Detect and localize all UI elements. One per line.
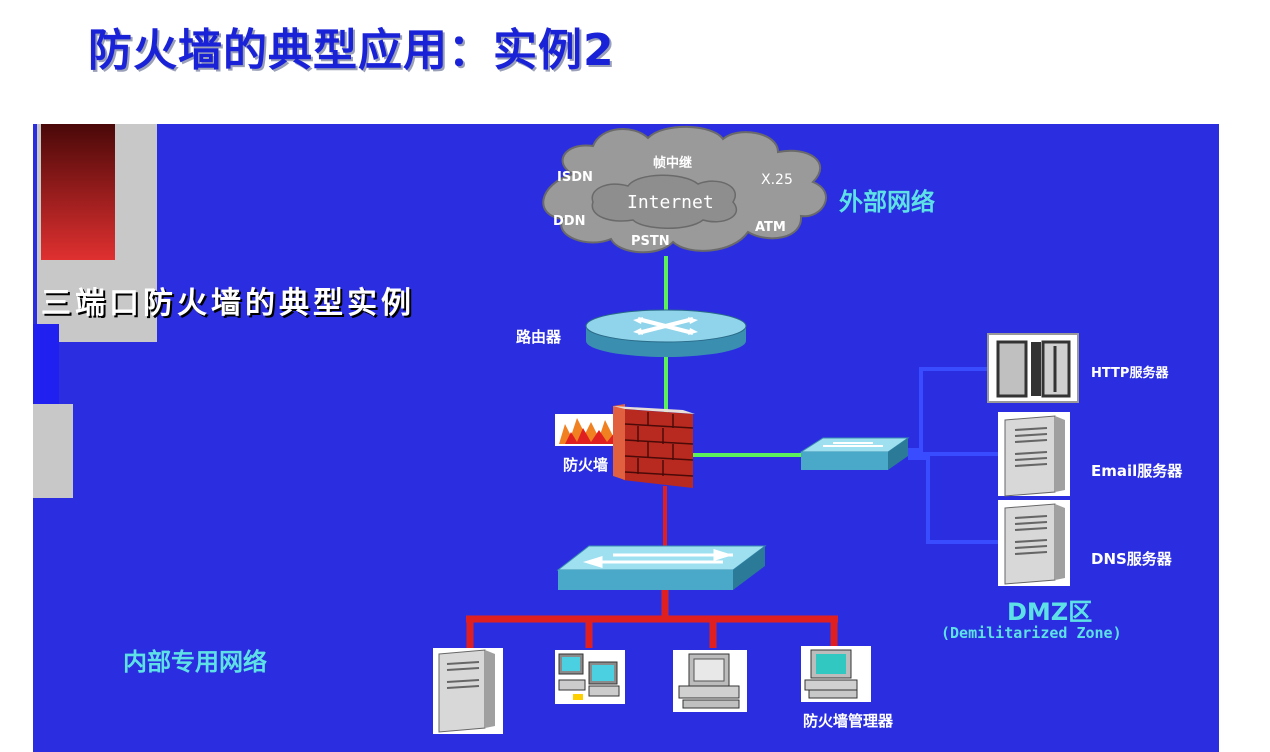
server-icon: [998, 500, 1070, 586]
decor-blue-bar: [33, 324, 59, 404]
cloud-item-pstn: PSTN: [631, 234, 670, 249]
external-network-label: 外部网络: [839, 188, 935, 216]
firewall-label: 防火墙: [563, 456, 609, 474]
cloud-icon: [542, 125, 827, 254]
cloud-item-ddn: DDN: [553, 214, 586, 229]
dmz-server-label-email: Email服务器: [1091, 462, 1183, 480]
network-diagram-panel: 帧中继 ISDN X.25 Internet DDN ATM PSTN 外部网络…: [33, 124, 1219, 752]
router-icon: [585, 309, 747, 357]
network-lines: [433, 125, 1079, 734]
internal-network-label: 内部专用网络: [123, 648, 267, 676]
server-icon: [998, 412, 1070, 497]
internal-switch-icon: [556, 545, 767, 590]
dmz-link-dns: [908, 456, 998, 544]
cloud-item-frame-relay: 帧中继: [653, 156, 693, 171]
dmz-label: DMZ区: [1007, 598, 1093, 626]
diagram-subtitle: 三端口防火墙的典型实例: [41, 286, 415, 321]
dmz-server-label-http: HTTP服务器: [1091, 366, 1169, 381]
firewall-icon: [613, 404, 695, 488]
decor-gradient-block: [41, 124, 115, 260]
dmz-sublabel: (Demilitarized Zone): [941, 624, 1122, 642]
workstation-icon: [801, 646, 871, 702]
dmz-server-label-dns: DNS服务器: [1091, 550, 1172, 568]
workstation-icon: [673, 650, 747, 712]
cloud-item-x25: X.25: [761, 172, 793, 188]
server-icon: [433, 648, 503, 734]
slide-title: 防火墙的典型应用：实例2: [88, 25, 615, 76]
cloud-item-isdn: ISDN: [557, 170, 593, 185]
workstation-icon: [555, 650, 625, 704]
router-label: 路由器: [516, 328, 562, 346]
server-icon: [987, 333, 1079, 403]
dmz-link-http: [908, 367, 988, 452]
firewall-manager-label: 防火墙管理器: [803, 712, 894, 730]
cloud-center-internet: Internet: [627, 192, 714, 213]
cloud-item-atm: ATM: [755, 220, 786, 235]
decor-gray-bar: [33, 404, 73, 498]
dmz-switch-icon: [799, 437, 910, 470]
